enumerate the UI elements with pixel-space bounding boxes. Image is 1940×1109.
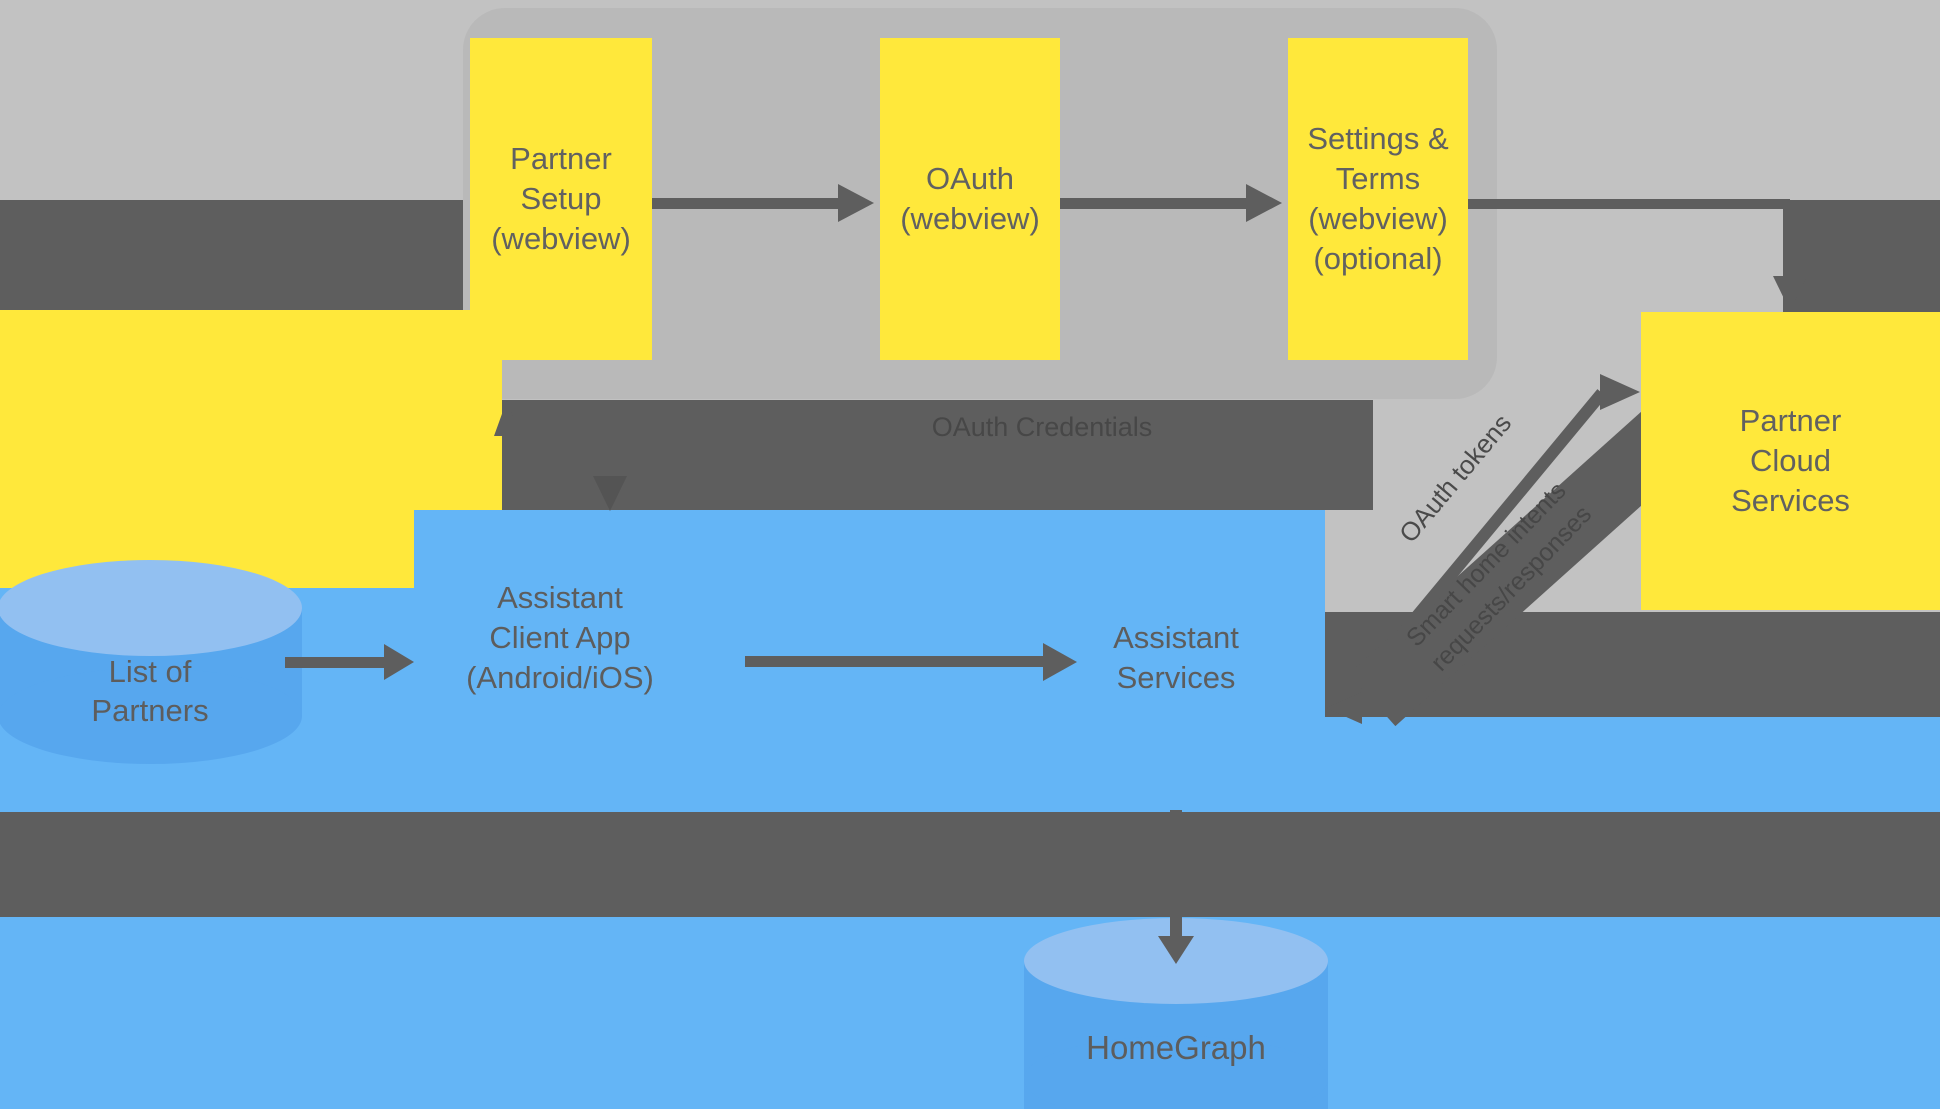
arrowhead-down-to-assistant [593,476,627,511]
arrow-oauth-to-settings [1060,198,1246,209]
oauth-label: OAuth (webview) [900,161,1040,236]
bottom-blue-strip [0,917,1940,1109]
assistant-client-app-label: Assistant Client App (Android/iOS) [466,580,654,695]
arrowhead-oauth-to-settings [1246,184,1282,222]
partner-setup-label: Partner Setup (webview) [491,141,631,256]
settings-terms-label: Settings & Terms (webview) (optional) [1307,121,1449,276]
arrowhead-services-to-homegraph [1158,936,1194,964]
arrowhead-partners-to-clientapp [384,644,414,680]
list-of-partners-cylinder-bottom [0,668,302,764]
oauth-credentials-label: OAuth Credentials [931,412,1153,442]
settings-terms-webview-box: Settings & Terms (webview) (optional) [1288,38,1468,360]
arrow-partners-to-clientapp [285,657,387,668]
arrow-clientapp-to-services [745,656,1043,667]
flow-band-left [0,200,463,310]
arrowhead-setup-to-oauth [838,184,874,222]
arrow-settings-to-cloud [1468,199,1790,209]
phone-frame: Partner Setup (webview) OAuth (webview) … [463,8,1497,399]
right-blue-strip [1325,717,1940,813]
oauth-webview-box: OAuth (webview) [880,38,1060,360]
homegraph-label: HomeGraph [1086,1029,1266,1066]
partner-cloud-services-label: Partner Cloud Services [1731,403,1850,518]
arrow-setup-to-oauth [652,198,838,209]
arrowhead-clientapp-to-services [1043,643,1077,681]
homegraph-cylinder-bottom [1024,1036,1328,1109]
arrow-services-to-homegraph [1170,810,1182,940]
bottom-dark-band [0,812,1940,917]
partner-cloud-services-box: Partner Cloud Services [1641,312,1940,610]
arrowhead-up-to-phone [494,400,520,436]
partner-setup-webview-box: Partner Setup (webview) [470,38,652,360]
list-of-partners-label: List of Partners [91,654,209,728]
list-of-partners-cylinder-top [0,560,302,656]
flow-band-right-corner [1783,200,1940,312]
assistant-services-label: Assistant Services [1113,620,1239,695]
oauth-credentials-band: OAuth Credentials [502,400,1373,510]
fulfillment-band [1325,612,1940,717]
